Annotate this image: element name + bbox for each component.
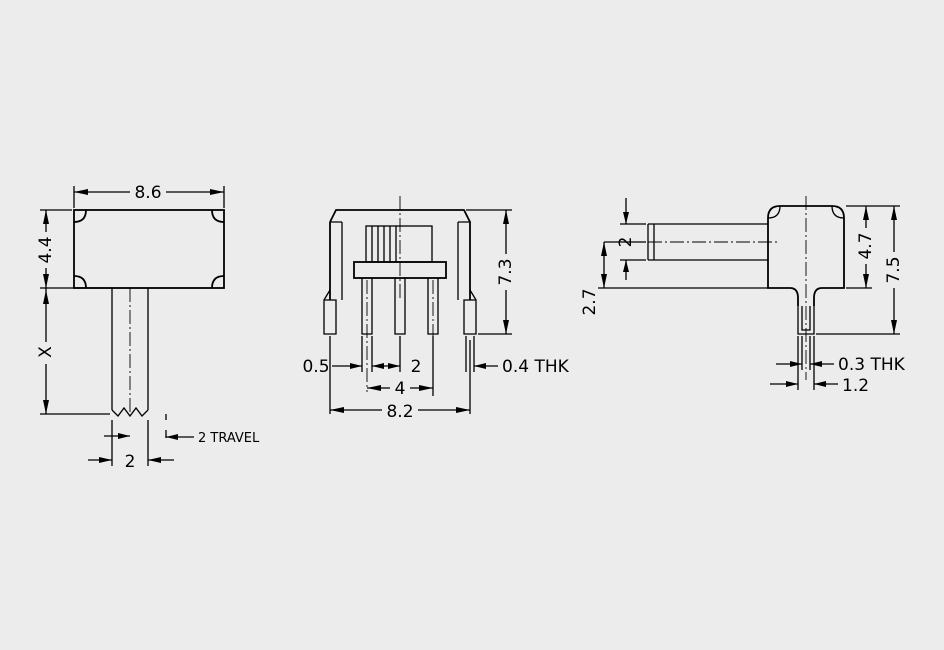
dim-label-body-height: 4.7 <box>856 232 876 259</box>
arrowhead <box>372 363 384 369</box>
dim-label-actuator: 2 <box>616 237 636 248</box>
dim-label-pin-width: 0.5 <box>302 357 329 377</box>
terminal <box>797 306 815 335</box>
arrowhead <box>863 274 869 288</box>
arrowhead <box>891 206 897 220</box>
dim-label-width: 8.2 <box>386 402 413 422</box>
arrowhead <box>503 210 509 224</box>
arrowhead <box>601 274 607 288</box>
mounting-tab-left <box>323 299 337 335</box>
arrowhead <box>419 385 433 391</box>
profile-view: 2 2.7 4.7 7.5 0.3 THK <box>580 196 906 396</box>
arrowhead <box>790 361 802 367</box>
dim-label-height: 4.4 <box>36 236 56 263</box>
arrowhead <box>210 189 224 195</box>
arrowhead <box>503 320 509 334</box>
dim-label-lever-width: 2 <box>125 452 136 472</box>
arrowhead <box>623 260 629 272</box>
arrowhead <box>601 242 607 256</box>
arrowhead <box>810 361 822 367</box>
arrowhead <box>118 433 130 439</box>
dim-label-lever-length: X <box>36 346 56 358</box>
arrowhead <box>388 363 400 369</box>
lever-outline <box>111 288 149 410</box>
arrowhead <box>456 407 470 413</box>
body-corner-marks <box>767 205 845 219</box>
arrowhead <box>43 290 49 304</box>
dim-label-total-height: 7.5 <box>884 256 904 283</box>
actuator-grip <box>371 226 397 262</box>
side-view: 7.3 0.5 2 4 8.2 0.4 THK <box>302 196 570 422</box>
label-bg <box>382 400 418 420</box>
label-bg <box>390 378 410 398</box>
arrowhead <box>43 274 49 288</box>
arrowhead <box>786 381 798 387</box>
label-bg <box>130 182 166 202</box>
thickness-note: 0.4 THK <box>502 357 570 377</box>
arrowhead <box>474 363 486 369</box>
dim-label-offset: 2.7 <box>580 288 600 315</box>
arrowhead <box>166 434 178 440</box>
dim-label-pin: 1.2 <box>842 376 869 396</box>
body-corner-marks <box>73 209 225 289</box>
travel-note: 2 TRAVEL <box>198 431 260 446</box>
arrowhead <box>148 457 161 463</box>
label-bg <box>36 342 56 364</box>
frame-outline <box>329 209 471 300</box>
lever-break-line <box>111 406 149 418</box>
arrowhead <box>863 206 869 220</box>
arrowhead <box>74 189 88 195</box>
arrowhead <box>367 385 381 391</box>
arrowhead <box>99 457 112 463</box>
front-view: 8.6 4.4 X 2 2 TRAVEL <box>36 182 260 472</box>
body-outline <box>767 205 845 306</box>
actuator <box>365 225 433 263</box>
switch-body-outline <box>73 209 225 289</box>
label-bg <box>884 252 904 288</box>
frame-inner-line <box>330 221 470 300</box>
tab-connect <box>323 289 477 301</box>
arrowhead <box>814 381 826 387</box>
base-plate <box>353 261 447 279</box>
arrowhead <box>43 400 49 414</box>
dim-label-pitch: 2 <box>411 357 422 377</box>
label-bg <box>496 254 516 290</box>
dim-label-height: 7.3 <box>496 258 516 285</box>
dim-label-width: 8.6 <box>134 183 161 203</box>
arrowhead <box>350 363 362 369</box>
dim-label-span: 4 <box>395 379 406 399</box>
arrowhead <box>891 320 897 334</box>
actuator-stem <box>647 223 768 261</box>
arrowhead <box>330 407 344 413</box>
label-bg <box>856 228 876 264</box>
thickness-note: 0.3 THK <box>838 355 906 375</box>
arrowhead <box>43 210 49 224</box>
arrowhead <box>623 212 629 224</box>
pin-center <box>394 278 406 335</box>
mounting-tab-right <box>463 299 477 335</box>
label-bg <box>36 232 56 268</box>
